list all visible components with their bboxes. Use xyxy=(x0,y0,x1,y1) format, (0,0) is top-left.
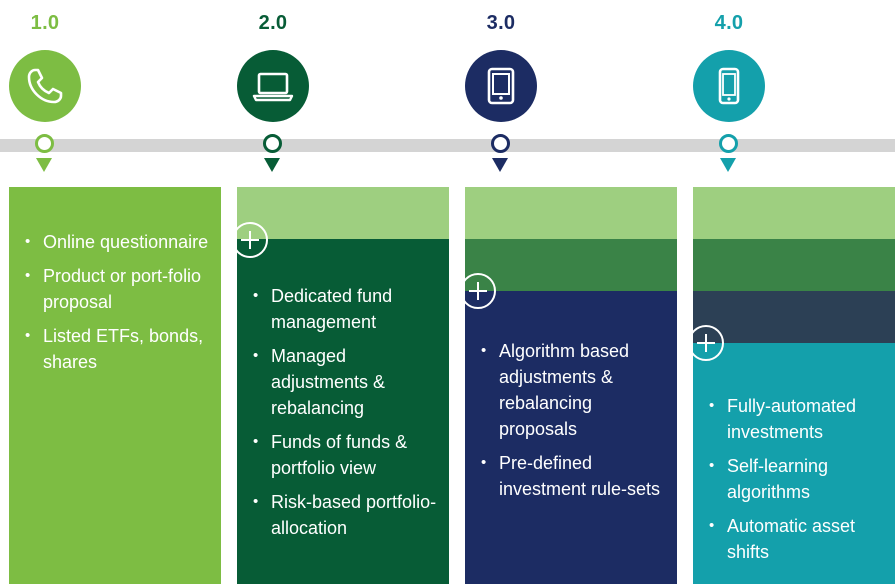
plus-icon xyxy=(688,325,724,361)
laptop-icon xyxy=(252,72,294,102)
list-item: Fully-automated investments xyxy=(707,393,895,445)
stage-4-bullets: Fully-automated investments Self-learnin… xyxy=(707,393,895,573)
stage-2-carryover-band xyxy=(693,239,895,291)
timeline-marker-3 xyxy=(491,134,510,153)
list-item: Automatic asset shifts xyxy=(707,513,895,565)
plus-icon xyxy=(460,273,496,309)
list-item: Listed ETFs, bonds, shares xyxy=(23,323,218,375)
timeline-bar xyxy=(0,139,895,152)
stage-1-column: Online questionnaire Product or port-fol… xyxy=(9,187,221,584)
stage-2-carryover-band xyxy=(465,239,677,291)
list-item: Algorithm based adjustments & rebalancin… xyxy=(479,338,675,442)
stage-2-column: Dedicated fund management Managed adjust… xyxy=(237,187,449,584)
timeline-marker-4 xyxy=(719,134,738,153)
list-item: Risk-based portfolio-allocation xyxy=(251,489,447,541)
stage-1-bullets: Online questionnaire Product or port-fol… xyxy=(23,229,218,383)
laptop-icon-circle xyxy=(237,50,309,122)
version-label-2: 2.0 xyxy=(258,12,288,34)
smartphone-icon-circle xyxy=(693,50,765,122)
timeline-arrow-1 xyxy=(36,158,52,172)
list-item: Pre-defined investment rule-sets xyxy=(479,450,675,502)
timeline-arrow-2 xyxy=(264,158,280,172)
list-item: Online questionnaire xyxy=(23,229,218,255)
version-label-3: 3.0 xyxy=(486,12,516,34)
list-item: Funds of funds & portfolio view xyxy=(251,429,447,481)
tablet-icon-circle xyxy=(465,50,537,122)
version-label-4: 4.0 xyxy=(714,12,744,34)
list-item: Product or port-folio proposal xyxy=(23,263,218,315)
stage-1-carryover-band xyxy=(465,187,677,239)
stage-3-carryover-band xyxy=(693,291,895,343)
list-item: Managed adjustments & rebalancing xyxy=(251,343,447,421)
version-label-1: 1.0 xyxy=(30,12,60,34)
timeline-arrow-3 xyxy=(492,158,508,172)
phone-icon xyxy=(27,68,63,104)
list-item: Dedicated fund management xyxy=(251,283,447,335)
timeline-marker-2 xyxy=(263,134,282,153)
timeline-arrow-4 xyxy=(720,158,736,172)
plus-icon xyxy=(232,222,268,258)
stage-3-column: Algorithm based adjustments & rebalancin… xyxy=(465,187,677,584)
tablet-icon xyxy=(487,67,515,105)
stage-3-bullets: Algorithm based adjustments & rebalancin… xyxy=(479,338,675,510)
timeline-marker-1 xyxy=(35,134,54,153)
phone-icon-circle xyxy=(9,50,81,122)
stage-2-bullets: Dedicated fund management Managed adjust… xyxy=(251,283,447,549)
stage-1-carryover-band xyxy=(693,187,895,239)
stage-4-column: Fully-automated investments Self-learnin… xyxy=(693,187,895,584)
list-item: Self-learning algorithms xyxy=(707,453,895,505)
stage-1-carryover-band xyxy=(237,187,449,239)
smartphone-icon xyxy=(718,67,740,105)
